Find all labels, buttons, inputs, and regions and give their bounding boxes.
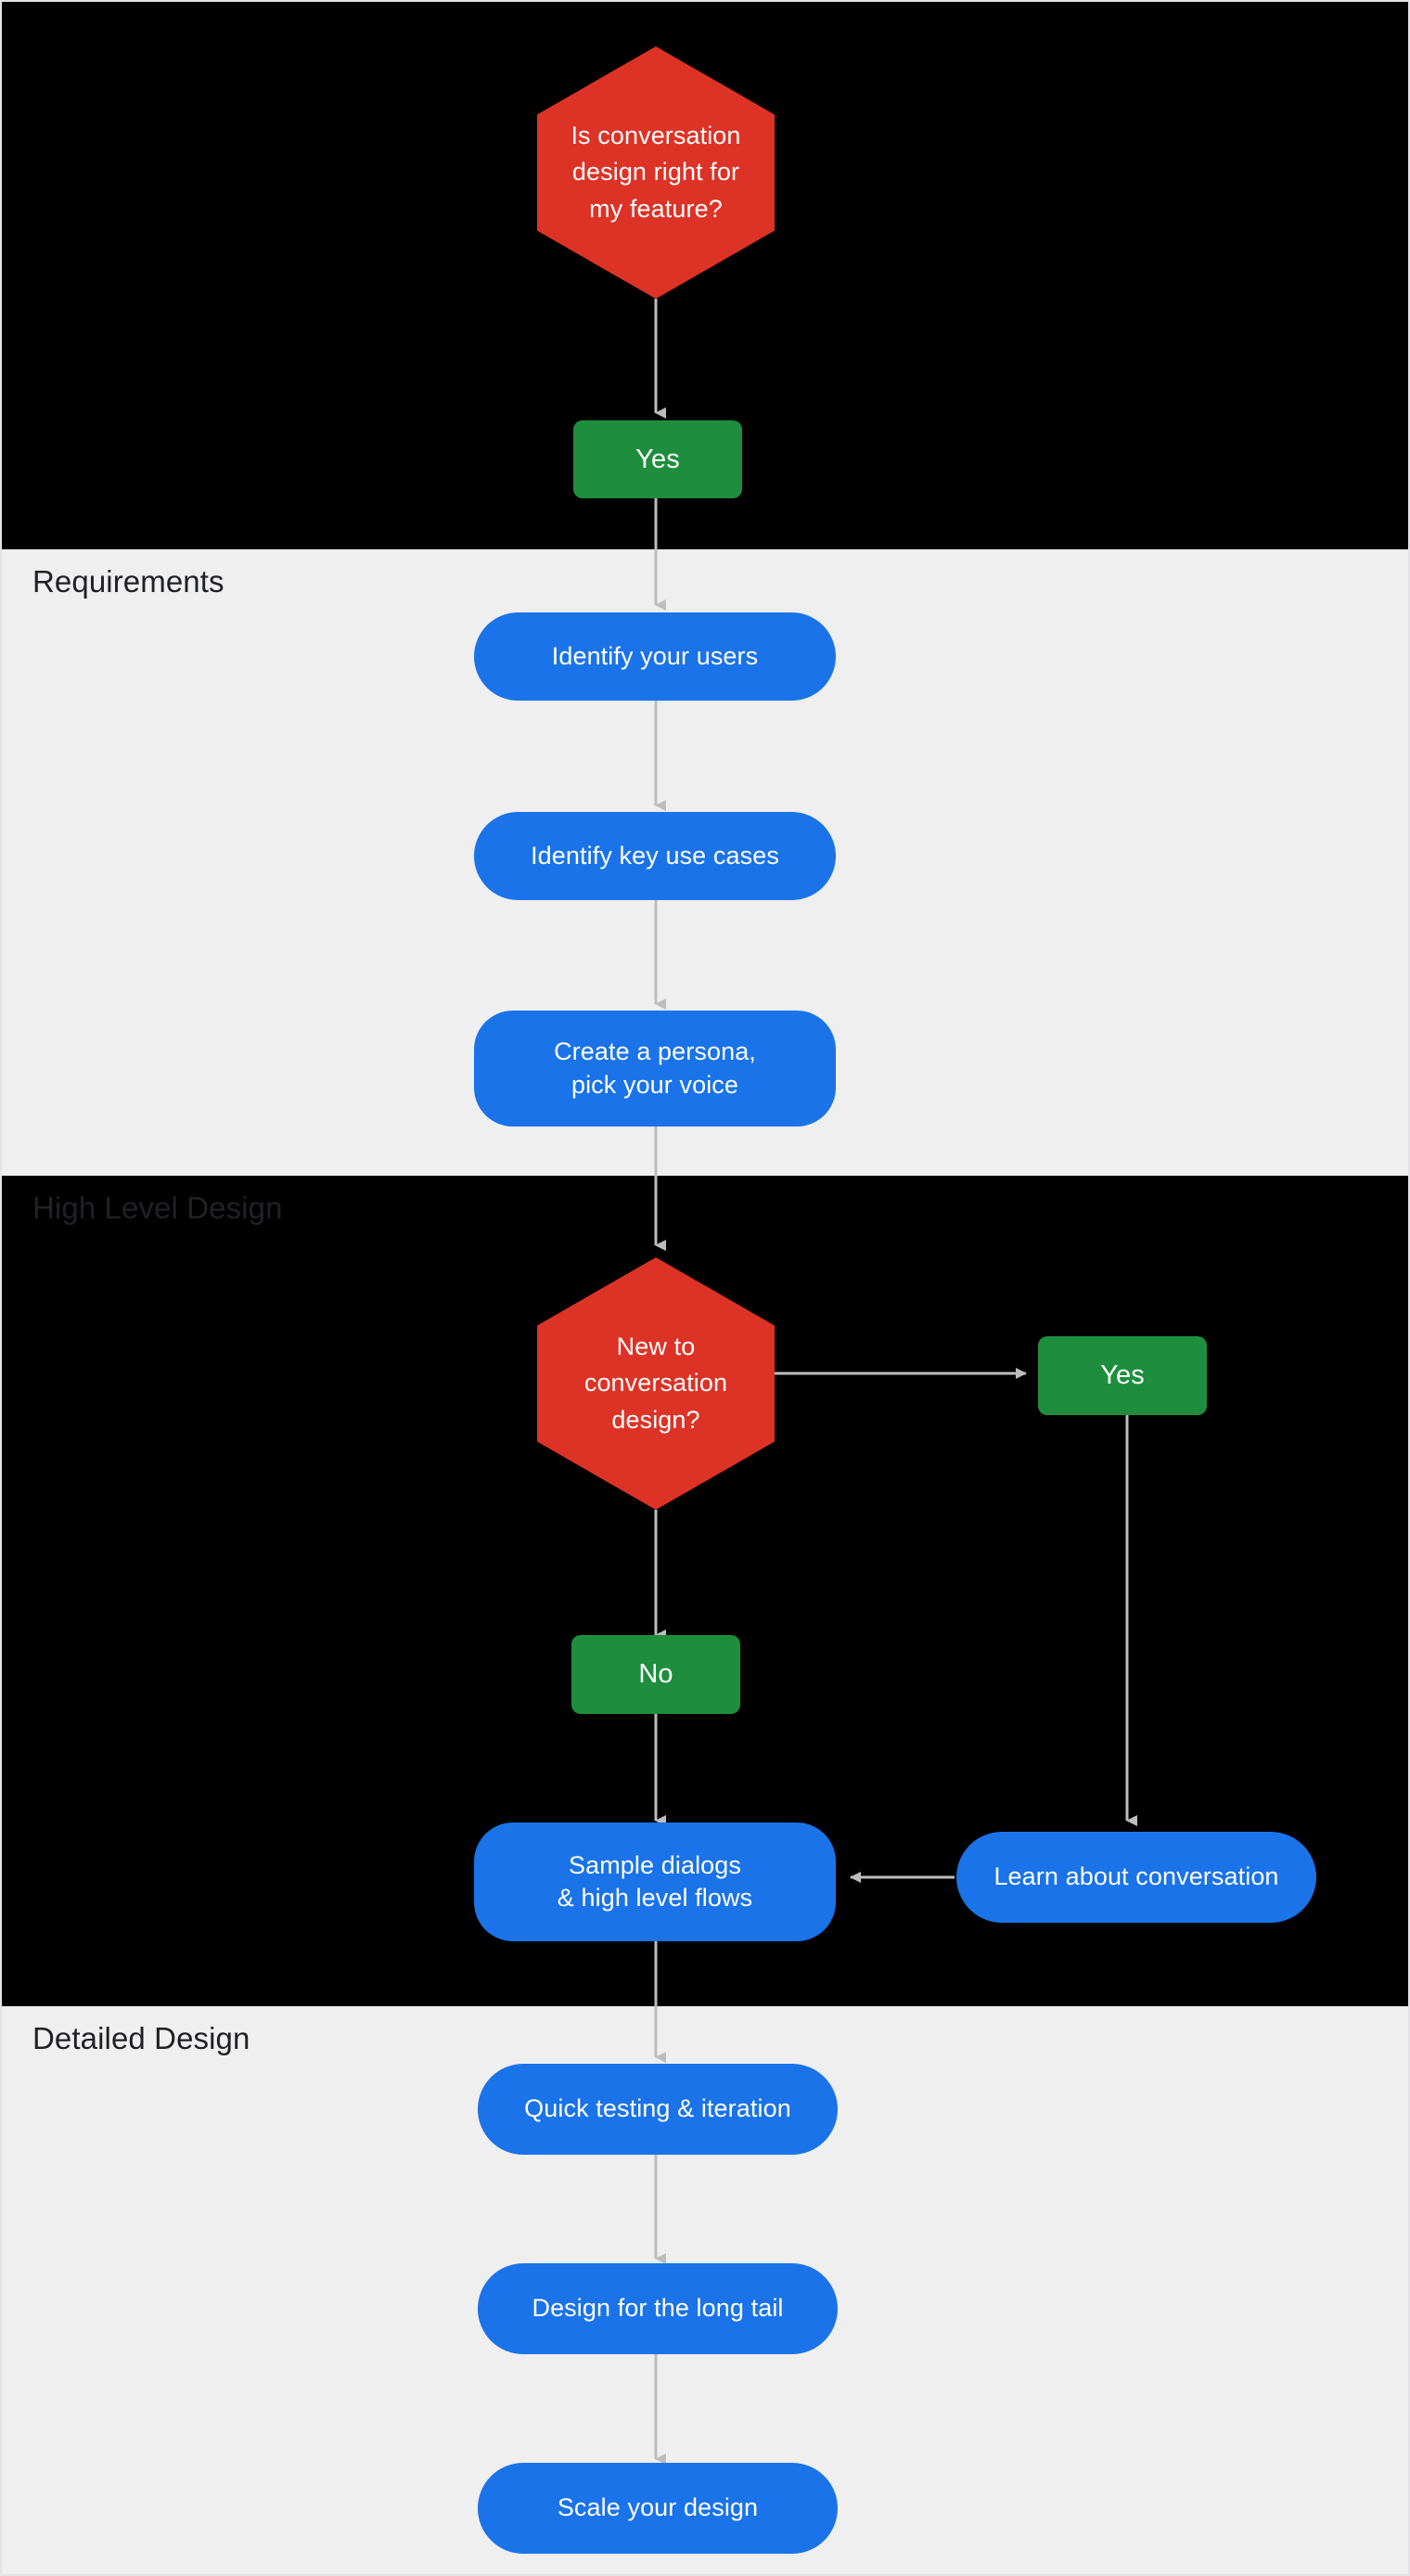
answer-no-2-label: No bbox=[638, 1659, 673, 1690]
step-create-a-persona-line-1: Create a persona, bbox=[554, 1037, 756, 1066]
decision-2-line-2: conversation bbox=[583, 1369, 728, 1397]
section-title-high-level-design: High Level Design bbox=[32, 1191, 283, 1225]
step-sample-dialogs-line-2: & high level flows bbox=[557, 1884, 753, 1912]
step-quick-testing-iteration-label: Quick testing & iteration bbox=[524, 2094, 791, 2123]
decision-1-line-3: my feature? bbox=[589, 194, 723, 223]
decision-1-line-1: Is conversation bbox=[570, 122, 741, 150]
step-quick-testing-iteration[interactable]: Quick testing & iteration bbox=[478, 2064, 838, 2155]
step-scale-your-design-label: Scale your design bbox=[557, 2493, 759, 2522]
step-sample-dialogs[interactable]: Sample dialogs & high level flows bbox=[474, 1823, 836, 1941]
step-design-for-the-long-tail[interactable]: Design for the long tail bbox=[478, 2263, 838, 2354]
section-title-requirements: Requirements bbox=[32, 564, 224, 599]
step-create-a-persona[interactable]: Create a persona, pick your voice bbox=[474, 1011, 836, 1127]
step-design-for-the-long-tail-label: Design for the long tail bbox=[532, 2294, 784, 2323]
decision-2-text: New to conversation design? bbox=[537, 1329, 775, 1437]
decision-1-text: Is conversation design right for my feat… bbox=[537, 118, 775, 226]
step-sample-dialogs-line-1: Sample dialogs bbox=[568, 1850, 741, 1879]
step-identify-your-users[interactable]: Identify your users bbox=[474, 612, 836, 701]
answer-no-2[interactable]: No bbox=[571, 1635, 740, 1714]
decision-new-to-conversation-design[interactable]: New to conversation design? bbox=[537, 1257, 775, 1510]
step-identify-key-use-cases[interactable]: Identify key use cases bbox=[474, 812, 836, 900]
step-create-a-persona-line-2: pick your voice bbox=[570, 1070, 739, 1099]
decision-1-line-2: design right for bbox=[571, 158, 740, 187]
step-learn-about-conversation[interactable]: Learn about conversation bbox=[956, 1832, 1316, 1923]
answer-yes-2[interactable]: Yes bbox=[1038, 1336, 1207, 1415]
answer-yes-1-label: Yes bbox=[635, 444, 680, 474]
decision-2-line-3: design? bbox=[611, 1405, 700, 1434]
step-learn-about-conversation-label: Learn about conversation bbox=[993, 1862, 1279, 1891]
step-sample-dialogs-text: Sample dialogs & high level flows bbox=[558, 1849, 752, 1914]
decision-2-line-1: New to bbox=[616, 1333, 696, 1361]
answer-yes-2-label: Yes bbox=[1100, 1360, 1145, 1391]
step-identify-your-users-label: Identify your users bbox=[551, 641, 759, 670]
step-create-a-persona-text: Create a persona, pick your voice bbox=[554, 1036, 756, 1101]
section-title-detailed-design: Detailed Design bbox=[32, 2021, 250, 2055]
decision-is-conversation-design-right[interactable]: Is conversation design right for my feat… bbox=[537, 46, 775, 299]
answer-yes-1[interactable]: Yes bbox=[573, 420, 742, 498]
step-identify-key-use-cases-label: Identify key use cases bbox=[531, 841, 779, 869]
step-scale-your-design[interactable]: Scale your design bbox=[478, 2463, 838, 2554]
